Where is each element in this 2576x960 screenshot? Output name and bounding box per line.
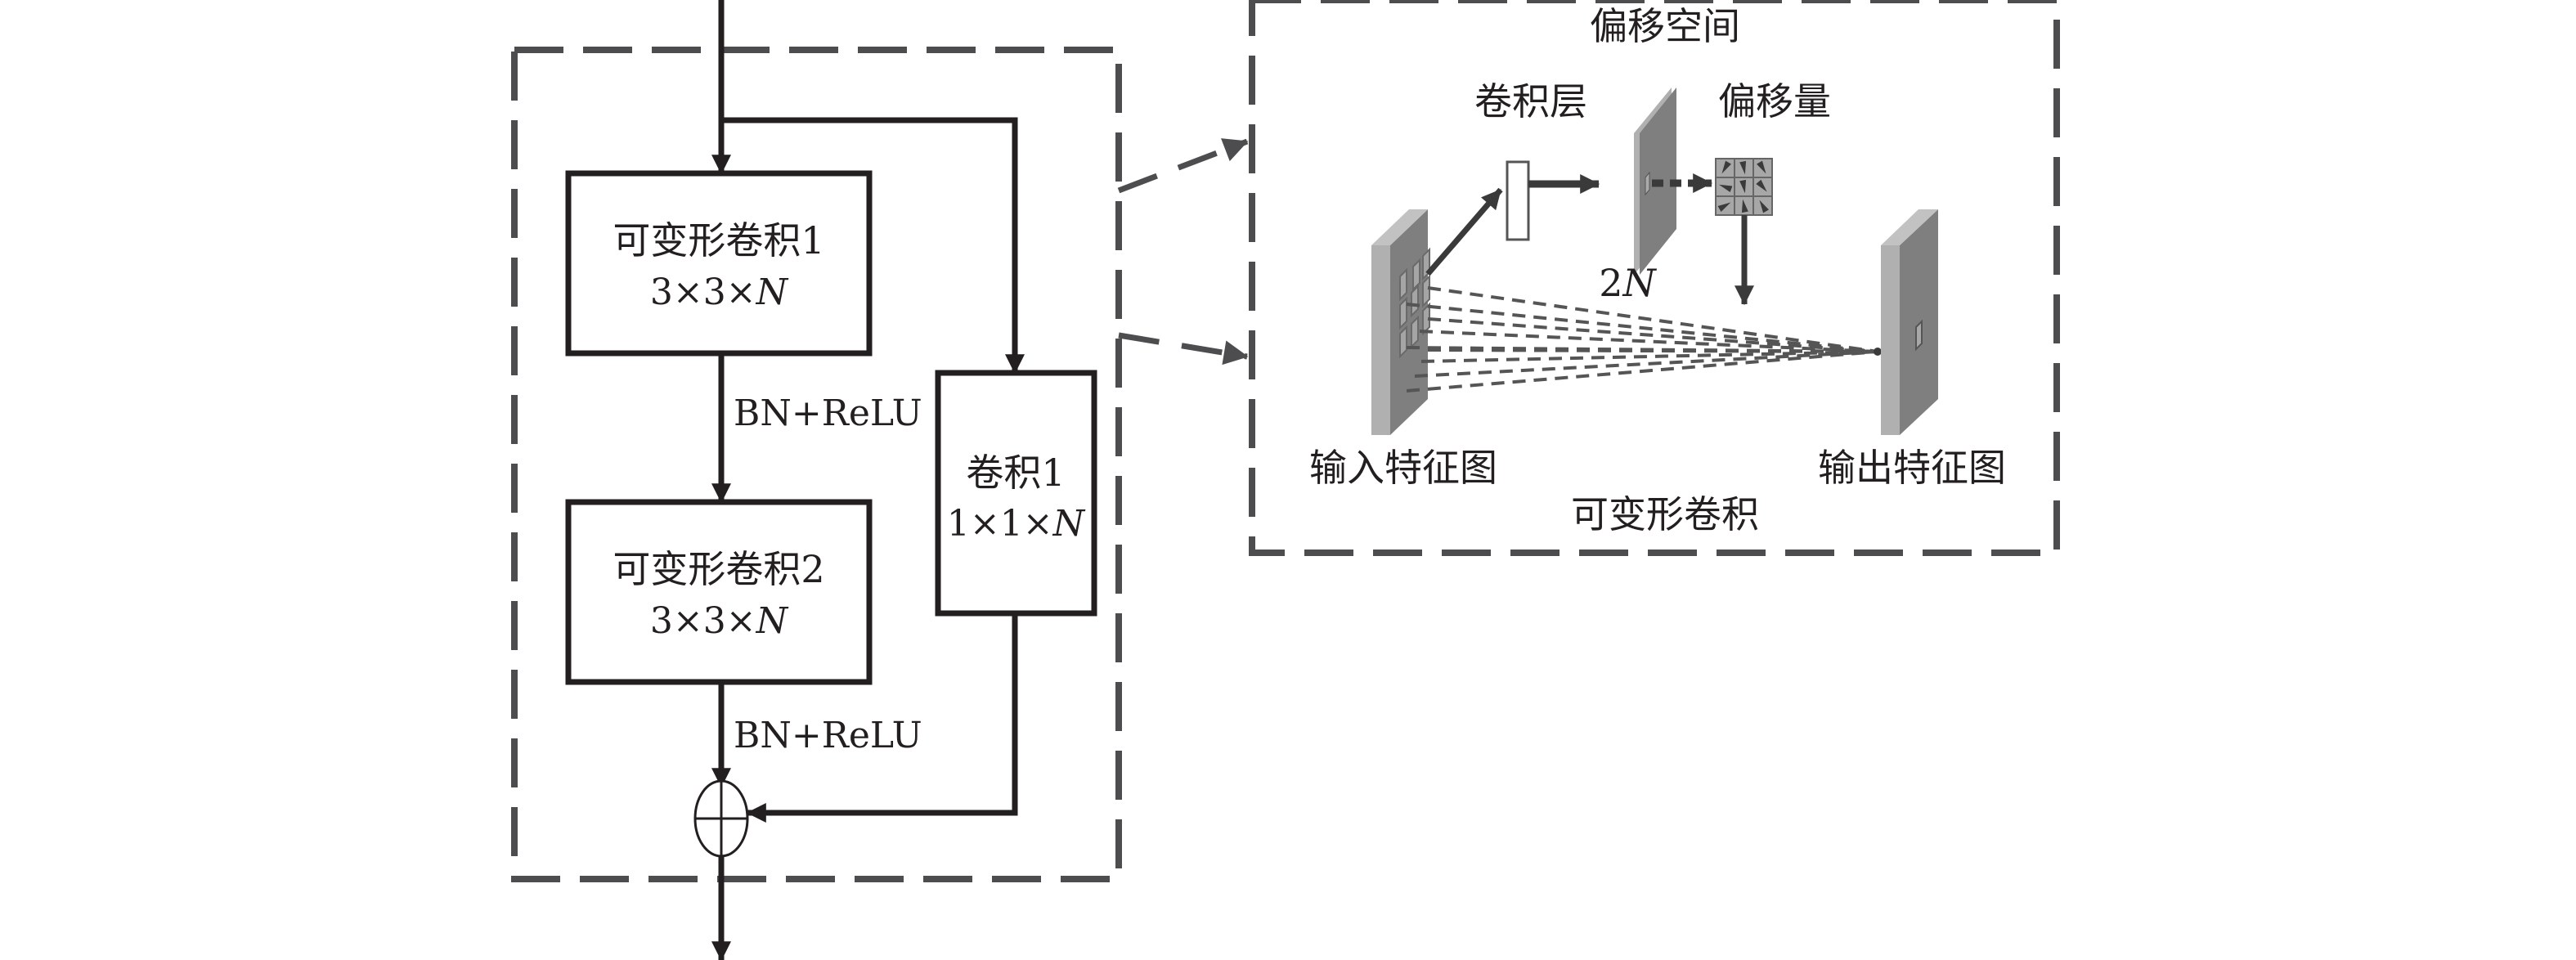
sampling-line [1427,317,1878,353]
sampling-line [1406,303,1878,353]
detail-connector-lower [1118,332,1249,366]
shortcut-branch-line [721,117,1025,375]
deform-conv2-box [565,499,873,685]
shortcut-conv-size: 1×1×N [947,503,1086,545]
activation-label-1: BN+ReLU [734,393,922,434]
shortcut-conv-label: 卷积1 [966,451,1065,495]
offset-arrow-icon [1756,179,1767,192]
sampling-line [1419,330,1878,353]
sampling-cell [1422,302,1430,336]
deform-conv1-size: 3×3×N [650,271,789,313]
shortcut-conv-box [935,370,1097,617]
shortcut-to-sum-arrow [746,613,1018,823]
deform-conv1-box [565,170,873,357]
offsets-grid [1715,158,1773,216]
offset-space-title: 偏移空间 [1590,4,1740,48]
conv-layer-box [1506,160,1530,241]
conv-layer-label: 卷积层 [1474,79,1587,123]
input-feature-map-caption: 输入特征图 [1309,446,1497,490]
residual-block-frame [511,47,1122,882]
sampling-cell [1412,258,1420,292]
input-to-conv-layer-arrow [1425,187,1503,276]
deform-conv2-label: 可变形卷积2 [613,547,824,591]
activation-label-2: BN+ReLU [734,715,922,756]
deformable-conv-caption: 可变形卷积 [1571,492,1759,536]
offset-label: 偏移量 [1718,79,1831,123]
channels-label: 2N [1599,261,1657,305]
sampling-cell [1399,325,1407,359]
sampling-cell [1411,284,1419,318]
sum-node-icon [693,779,749,858]
sampling-cell [1399,267,1407,302]
offset-arrow-icon [1741,199,1748,213]
sampling-grid [1399,247,1430,359]
detail-connector-upper [1117,138,1249,194]
output-feature-map [1881,209,1938,435]
sampling-lines [1406,286,1878,393]
deform-conv2-size: 3×3×N [650,600,789,642]
sampling-line [1427,348,1878,353]
offset-arrow-icon [1739,179,1747,194]
deform-conv1-label: 可变形卷积1 [613,218,824,262]
offset-arrow-icon [1721,160,1731,174]
deformable-detail-frame [1249,0,2060,556]
output-feature-map-caption: 输出特征图 [1818,446,2006,490]
sampling-cell [1422,274,1430,308]
offset-arrow-icon [1759,200,1769,213]
sampling-cell [1399,296,1407,330]
sampling-line [1414,350,1878,378]
sampling-convergence-point [1874,348,1882,356]
offset-arrow-icon [1718,184,1733,192]
offset-arrow-icon [1717,202,1731,212]
sampling-cell [1411,315,1419,349]
offset-arrow-icon [1757,160,1766,174]
sampling-line [1406,350,1878,393]
sampling-line [1420,350,1878,363]
sampling-line [1427,286,1878,353]
offset-arrow-icon [1739,160,1747,175]
